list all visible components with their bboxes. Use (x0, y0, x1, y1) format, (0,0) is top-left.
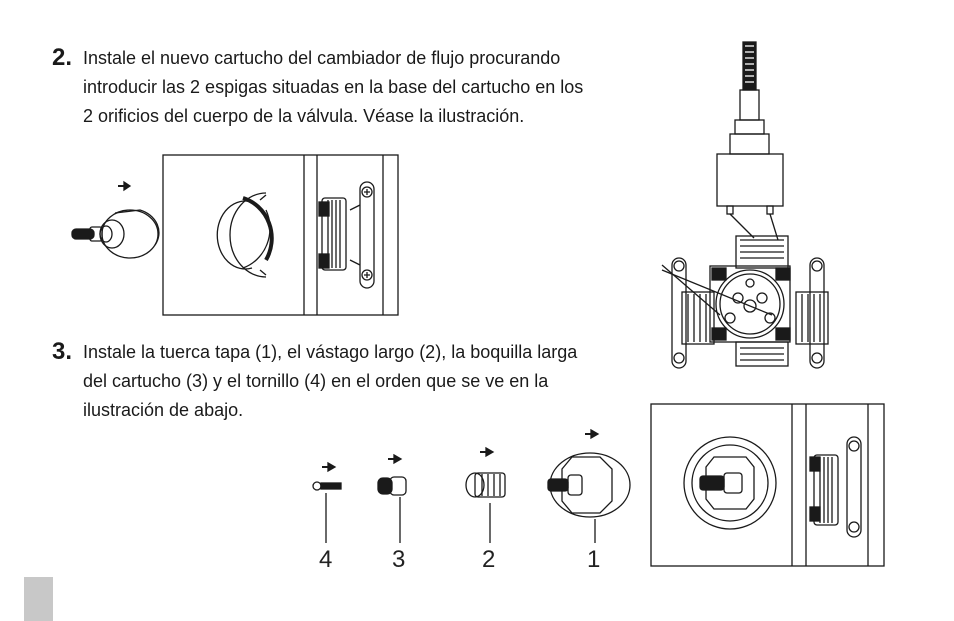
cartridge-install-illustration (71, 154, 399, 316)
valve-body-top-icon (671, 235, 829, 369)
step-2-number: 2. (52, 44, 73, 71)
step-3-text: Instale la tuerca tapa (1), el vástago l… (83, 338, 632, 425)
step-2: 2. Instale el nuevo cartucho del cambiad… (52, 44, 632, 131)
part-label-1: 1 (587, 546, 601, 573)
step-2-text: Instale el nuevo cartucho del cambiador … (83, 44, 632, 131)
long-stem-icon (465, 472, 506, 498)
valve-body-icon (809, 436, 862, 538)
direction-arrow-icon (118, 180, 132, 192)
stem-icon (729, 41, 770, 155)
step-3-number: 3. (52, 338, 73, 365)
cartridge-extension-icon (377, 476, 407, 496)
step-2-line: introducir las 2 espigas situadas en la … (83, 77, 584, 97)
part-label-2: 2 (482, 546, 496, 573)
step-3: 3. Instale la tuerca tapa (1), el vástag… (52, 338, 632, 425)
step-2-line: Instale el nuevo cartucho del cambiador … (83, 48, 561, 68)
direction-arrow-icon (322, 428, 600, 473)
page-tab (24, 577, 53, 621)
cap-nut-icon (547, 452, 631, 518)
cartridge-icon (716, 153, 784, 215)
cap-nut-icon (683, 436, 777, 530)
parts-illustration (312, 428, 631, 543)
step-2-line: 2 orificios del cuerpo de la válvula. Vé… (83, 106, 525, 126)
step-3-line: ilustración de abajo. (83, 400, 244, 420)
valve-exploded-illustration (661, 41, 829, 369)
installed-cartridge-illustration (650, 403, 885, 567)
step-3-line: Instale la tuerca tapa (1), el vástago l… (83, 342, 578, 362)
wall-panel-icon (162, 154, 399, 316)
part-label-4: 4 (319, 546, 333, 573)
valve-body-icon (318, 181, 375, 289)
part-label-3: 3 (392, 546, 406, 573)
screw-icon (312, 481, 342, 491)
step-3-line: del cartucho (3) y el tornillo (4) en el… (83, 371, 549, 391)
cartridge-icon (71, 209, 160, 259)
